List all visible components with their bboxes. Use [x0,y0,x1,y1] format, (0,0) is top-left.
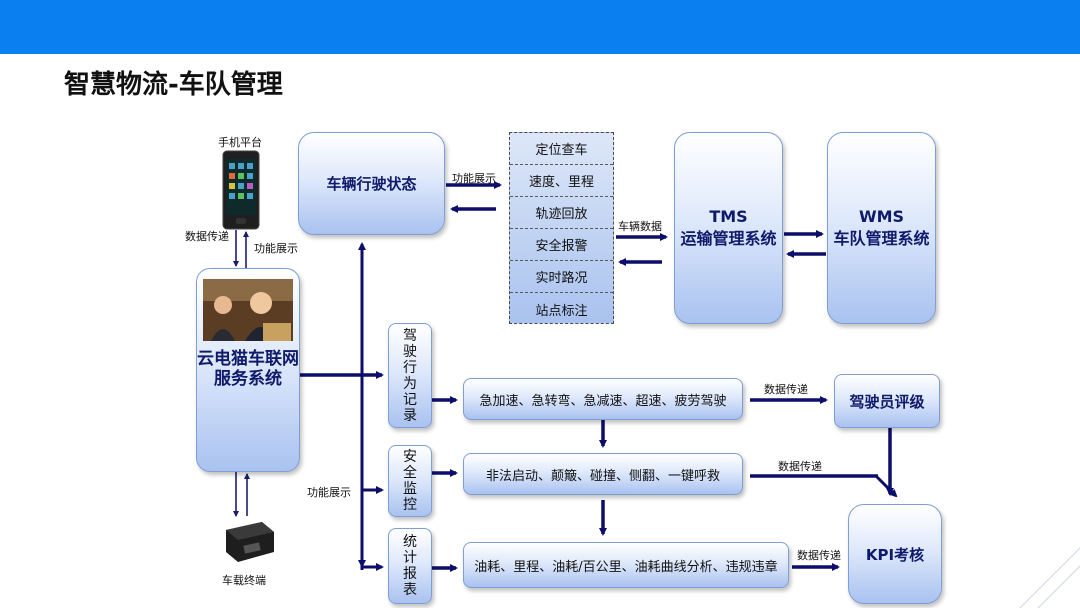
data-transfer-label-1: 数据传递 [764,383,808,396]
wms-title: WMS [858,207,905,226]
func-display-label-left: 功能展示 [307,486,351,499]
wms-box: WMS 车队管理系统 [827,132,936,324]
tms-box: TMS 运输管理系统 [674,132,783,324]
stats-detail-box: 油耗、里程、油耗/百公里、油耗曲线分析、违规违章 [463,542,789,588]
tms-title: TMS [709,207,748,226]
kpi-box: KPI考核 [848,504,942,604]
service-line1: 云电猫车联网 [197,349,299,369]
list-item: 站点标注 [535,303,588,319]
corner-decoration [1020,548,1080,608]
data-transfer-label-2: 数据传递 [778,460,822,473]
safety-monitor-category: 安全监控 [388,445,432,517]
kpi-label: KPI考核 [865,545,925,564]
data-transfer-label-phone: 数据传递 [185,230,229,243]
stats-category-label: 统计报表 [403,534,417,598]
terminal-label: 车载终端 [222,574,266,587]
obd-terminal-icon [226,522,274,562]
safety-detail-box: 非法启动、颠簸、碰撞、侧翻、一键呼救 [463,453,743,495]
service-line2: 服务系统 [214,369,282,389]
safety-detail-text: 非法启动、颠簸、碰撞、侧翻、一键呼救 [485,468,720,484]
driving-detail-text: 急加速、急转弯、急减速、超速、疲劳驾驶 [479,393,727,409]
safety-to-kpi-arrow [874,474,898,498]
stats-detail-text: 油耗、里程、油耗/百公里、油耗曲线分析、违规违章 [474,559,778,575]
list-item: 速度、里程 [510,165,613,197]
driver-rating-label: 驾驶员评级 [849,392,925,411]
wms-subtitle: 车队管理系统 [833,229,930,248]
stats-report-category: 统计报表 [388,528,432,604]
tracking-function-list: 定位查车 速度、里程 轨迹回放 安全报警 实时路况 站点标注 [509,132,614,324]
list-item: 安全报警 [510,229,613,261]
list-item: 定位查车 [510,133,613,165]
vehicle-status-label: 车辆行驶状态 [326,175,417,193]
driver-rating-box: 驾驶员评级 [834,374,940,428]
list-item: 轨迹回放 [510,197,613,229]
smartphone-icon [222,150,260,230]
list-item: 实时路况 [510,261,613,293]
call-center-photo [203,279,293,341]
driving-detail-box: 急加速、急转弯、急减速、超速、疲劳驾驶 [463,378,743,420]
driving-category-label: 驾驶行为记录 [403,327,417,424]
tms-subtitle: 运输管理系统 [680,229,777,248]
phone-platform-label: 手机平台 [218,136,262,149]
func-display-label-phone: 功能展示 [254,242,298,255]
page-title: 智慧物流-车队管理 [64,70,283,100]
service-system-title: 云电猫车联网 服务系统 [197,349,299,389]
top-banner [0,0,1080,54]
vehicle-status-box: 车辆行驶状态 [298,132,445,235]
func-display-label-top: 功能展示 [452,172,496,185]
vehicle-data-label: 车辆数据 [618,220,662,233]
data-transfer-label-3: 数据传递 [797,549,841,562]
service-system-box: 云电猫车联网 服务系统 [196,268,300,472]
safety-category-label: 安全监控 [403,449,417,513]
driving-behavior-category: 驾驶行为记录 [388,323,432,428]
